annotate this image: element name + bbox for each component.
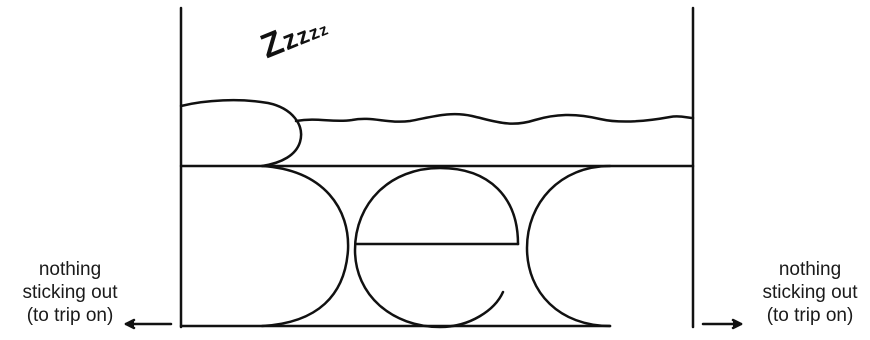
annotation-right-line-3: (to trip on) <box>740 304 870 327</box>
annotation-right-line-1: nothing <box>740 258 870 281</box>
annotation-left-line-1: nothing <box>0 258 140 281</box>
annotation-right-line-2: sticking out <box>740 281 870 304</box>
letter-b <box>262 166 348 326</box>
annotation-right: nothing sticking out (to trip on) <box>740 258 870 327</box>
letter-e <box>355 168 518 327</box>
annotation-left-line-2: sticking out <box>0 281 140 304</box>
letter-d <box>527 166 610 326</box>
blanket <box>296 114 693 124</box>
annotation-left: nothing sticking out (to trip on) <box>0 258 140 327</box>
pillow <box>181 100 301 166</box>
annotation-left-line-3: (to trip on) <box>0 304 140 327</box>
